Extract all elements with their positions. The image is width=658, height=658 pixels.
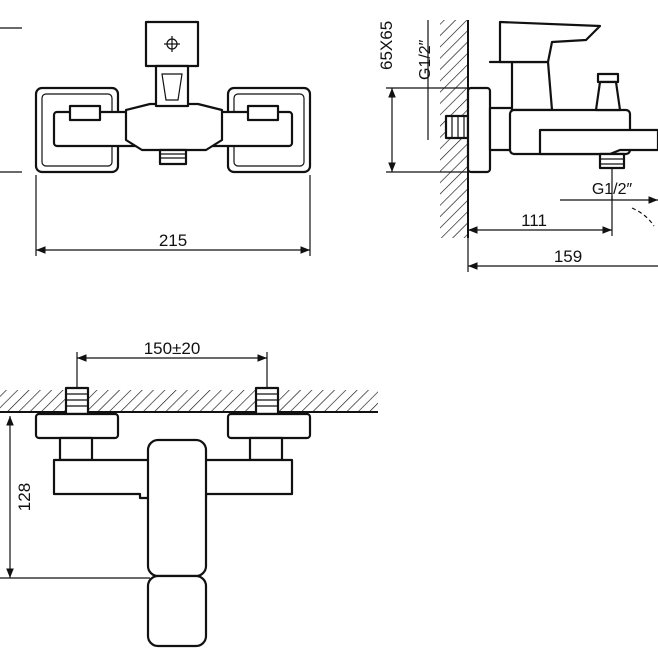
total-depth-dimension-label: 159 xyxy=(554,247,582,266)
inlet-thread-label: G1/2″ xyxy=(417,39,434,80)
spout-dimension-label: 111 xyxy=(521,211,547,230)
height-dimension-label: 128 xyxy=(15,483,34,511)
centers-dimension-label: 150±20 xyxy=(144,339,201,358)
width-dimension-label: 215 xyxy=(159,231,187,250)
outlet-thread-label: G1/2″ xyxy=(592,181,633,198)
side-view: 65X65 G1/2″ G1/2″ 111 xyxy=(377,20,658,272)
bottom-view: 150±20 128 xyxy=(0,339,378,648)
wall-plate-dimension-label: 65X65 xyxy=(377,21,396,70)
front-view: 215 xyxy=(0,20,312,256)
